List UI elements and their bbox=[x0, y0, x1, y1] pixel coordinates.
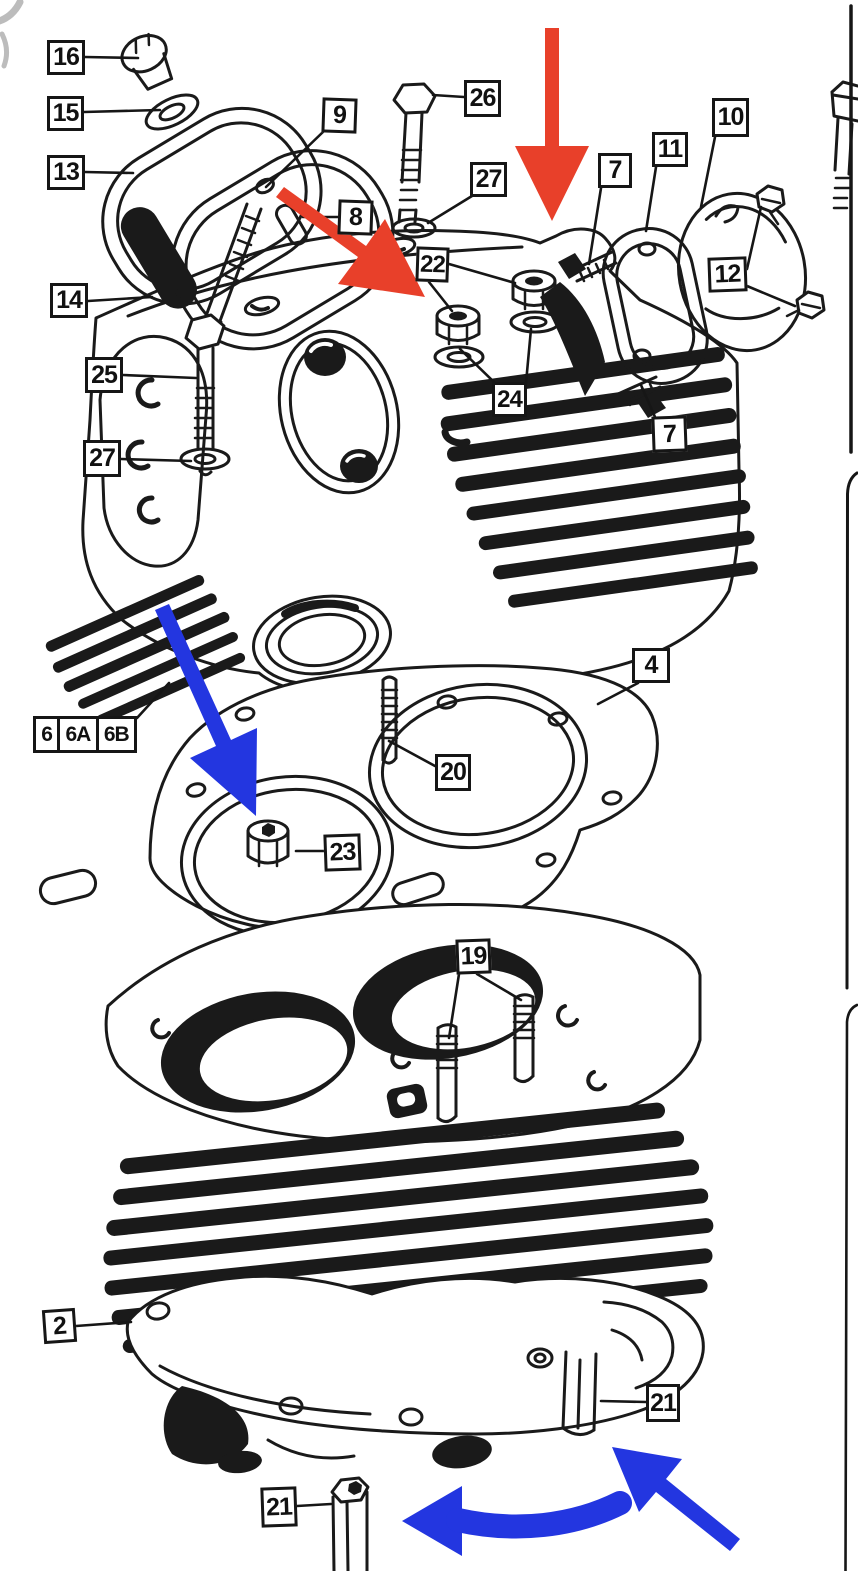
part-label-7: 7 bbox=[598, 153, 632, 188]
part-label-text: 7 bbox=[662, 419, 677, 448]
part-label-text: 27 bbox=[475, 165, 503, 193]
part-label-16: 16 bbox=[47, 40, 85, 75]
part-label-2: 2 bbox=[41, 1307, 78, 1345]
part-label-text: 21 bbox=[650, 1388, 677, 1417]
part-label-text: 7 bbox=[608, 156, 623, 184]
part-label-21: 21 bbox=[646, 1384, 680, 1422]
part-label-9: 9 bbox=[321, 97, 358, 134]
part-label-8: 8 bbox=[337, 199, 374, 236]
part-label-text: 20 bbox=[440, 758, 467, 786]
part-label-22: 22 bbox=[415, 246, 450, 283]
part-label-text: 27 bbox=[89, 444, 116, 472]
part-label-text: 24 bbox=[497, 385, 523, 413]
part-label-15: 15 bbox=[47, 96, 84, 131]
part-label-26: 26 bbox=[464, 80, 501, 117]
base-flange-outline bbox=[125, 1274, 705, 1436]
part-label-text: 9 bbox=[332, 100, 347, 130]
part-label-text: 26 bbox=[469, 84, 497, 112]
part-label-4: 4 bbox=[632, 648, 670, 683]
part-label-text: 22 bbox=[419, 250, 446, 278]
part-label-text: 14 bbox=[56, 286, 83, 314]
part-label-text: 13 bbox=[53, 158, 80, 186]
part-label-text: 8 bbox=[348, 202, 363, 232]
part-label-20: 20 bbox=[435, 754, 471, 791]
part-label-text: 2 bbox=[52, 1311, 67, 1340]
part-label-12: 12 bbox=[707, 256, 748, 293]
part-label-text: 19 bbox=[460, 941, 487, 971]
part-label-23: 23 bbox=[323, 833, 362, 872]
part-label-cell: 6B bbox=[95, 719, 134, 750]
part-label-24: 24 bbox=[492, 382, 527, 417]
part-label-25: 25 bbox=[85, 357, 123, 393]
part-label-text: 21 bbox=[265, 1492, 293, 1521]
part-label-text: 4 bbox=[644, 651, 659, 679]
part-label-text: 25 bbox=[91, 360, 118, 389]
part-label-14: 14 bbox=[50, 283, 88, 318]
part-label-21: 21 bbox=[260, 1486, 298, 1528]
part-label-7: 7 bbox=[651, 415, 688, 453]
part-label-text: 15 bbox=[52, 99, 80, 127]
part-label-10: 10 bbox=[712, 98, 749, 137]
part-label-text: 10 bbox=[717, 103, 745, 131]
part-label-cell: 6 bbox=[41, 722, 53, 746]
part-label-13: 13 bbox=[47, 155, 85, 190]
part-label-text: 11 bbox=[657, 135, 683, 163]
part-label-27: 27 bbox=[83, 440, 121, 477]
part-label-text: 23 bbox=[329, 837, 356, 867]
part-label-19: 19 bbox=[455, 938, 492, 975]
part-label-27: 27 bbox=[470, 162, 507, 197]
part-label-text: 12 bbox=[714, 259, 741, 289]
part-label-cell: 6A bbox=[57, 719, 95, 750]
part-label-text: 16 bbox=[53, 43, 80, 71]
part-label-11: 11 bbox=[652, 132, 688, 167]
